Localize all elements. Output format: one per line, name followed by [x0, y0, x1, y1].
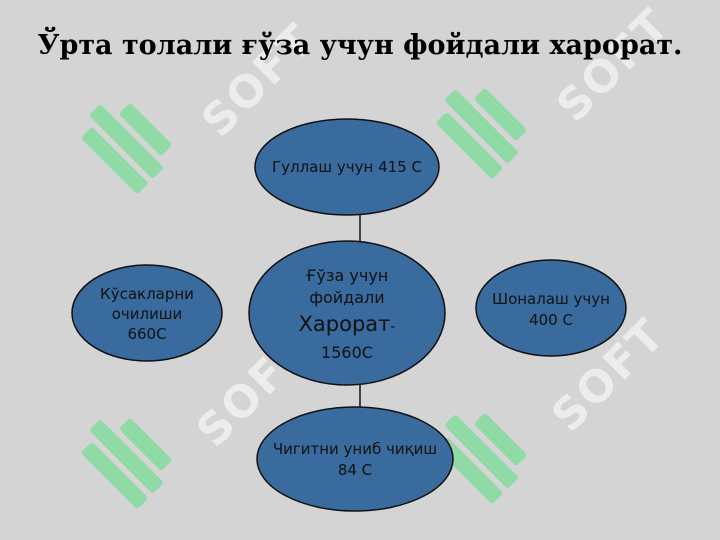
- node-bottom-label: Чигитни униб чиқиш 84 С: [252, 438, 458, 482]
- node-bottom-line2: 84 С: [337, 461, 373, 479]
- node-bottom: [256, 406, 454, 512]
- node-left-line1: Кўсакларни: [100, 285, 194, 303]
- node-center-line4: 1560С: [321, 342, 373, 362]
- node-top: [254, 118, 440, 216]
- node-right-label: Шоналаш учун 400 С: [478, 288, 624, 332]
- node-left: [71, 264, 223, 362]
- node-bottom-line1: Чигитни униб чиқиш: [272, 440, 438, 458]
- node-center: [248, 240, 446, 386]
- node-left-line2: очилиши: [111, 305, 183, 323]
- node-top-text: Гуллаш учун 415 С: [272, 158, 422, 176]
- node-center-line3: Харорат-: [298, 311, 396, 336]
- node-center-label: Ғўза учун фойдали Харорат- 1560С: [255, 255, 439, 373]
- page-title: Ўрта толали ғўза учун фойдали харорат.: [37, 30, 683, 61]
- node-right-line2: 400 С: [529, 311, 573, 329]
- node-right: [475, 259, 627, 357]
- node-center-line1: Ғўза учун: [305, 265, 389, 285]
- node-left-label: Кўсакларни очилиши 660С: [80, 282, 214, 346]
- node-right-line1: Шоналаш учун: [492, 290, 610, 308]
- node-left-line3: 660С: [127, 325, 167, 343]
- node-center-line2: фойдали: [309, 287, 385, 307]
- node-top-label: Гуллаш учун 415 С: [255, 152, 439, 182]
